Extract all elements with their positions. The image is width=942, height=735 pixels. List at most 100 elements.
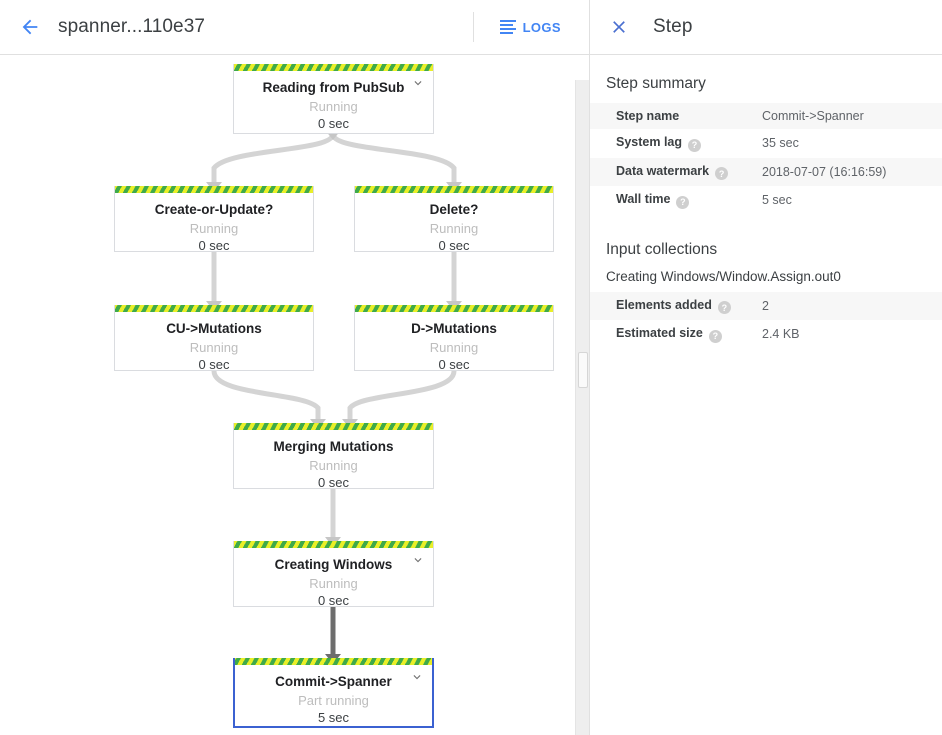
edge-pubsub-to-create-or-update xyxy=(211,131,336,189)
node-title: Delete? xyxy=(429,202,479,217)
node-time: 0 sec xyxy=(317,475,350,491)
row-key: Estimated size? xyxy=(590,320,760,349)
node-status-stripe xyxy=(355,305,553,312)
row-key: System lag? xyxy=(590,129,760,158)
help-icon[interactable]: ? xyxy=(717,301,731,314)
job-toolbar: spanner...110e37 LOGS xyxy=(0,0,589,55)
row-key: Elements added? xyxy=(590,292,760,321)
graph-node-create-or-update[interactable]: Create-or-Update? Running 0 sec xyxy=(114,186,314,254)
edge-pubsub-to-delete xyxy=(330,131,457,189)
node-title: Creating Windows xyxy=(274,557,393,572)
node-status: Running xyxy=(309,575,358,591)
node-status-stripe xyxy=(234,541,433,548)
help-icon[interactable]: ? xyxy=(708,329,722,343)
node-title: CU->Mutations xyxy=(166,321,262,336)
logs-button-label: LOGS xyxy=(522,19,561,35)
node-status: Running xyxy=(309,457,358,473)
edge-cu-mutations-to-merging xyxy=(211,368,321,426)
node-title: Create-or-Update? xyxy=(154,202,274,217)
graph-scrollbar-thumb[interactable] xyxy=(578,352,588,388)
row-key: Data watermark? xyxy=(590,158,760,187)
row-key-label: System lag xyxy=(616,135,683,149)
step-summary-heading: Step summary xyxy=(606,75,706,92)
chevron-down-icon[interactable] xyxy=(410,670,424,684)
node-time: 0 sec xyxy=(438,357,470,373)
node-status: Running xyxy=(429,339,479,355)
node-status-stripe xyxy=(234,64,433,71)
row-value: 5 sec xyxy=(762,193,792,208)
node-status: Running xyxy=(429,220,479,236)
row-key-label: Estimated size xyxy=(616,326,703,340)
row-key-label: Wall time xyxy=(616,192,671,206)
table-row: Elements added?2 xyxy=(590,291,942,321)
step-panel-title: Step xyxy=(653,16,693,37)
input-collections-heading: Input collections xyxy=(606,240,718,258)
section-spacer xyxy=(590,215,942,241)
help-icon[interactable]: ? xyxy=(715,167,729,180)
node-time: 0 sec xyxy=(317,593,350,609)
table-row: Estimated size?2.4 KB xyxy=(590,320,942,349)
graph-node-delete[interactable]: Delete? Running 0 sec xyxy=(354,186,554,254)
arrow-back-icon xyxy=(22,19,38,35)
node-status: Part running xyxy=(298,692,369,708)
node-title: D->Mutations xyxy=(411,321,497,336)
row-value: 2 xyxy=(762,298,769,313)
close-icon xyxy=(613,21,625,33)
close-button[interactable] xyxy=(598,6,640,48)
logs-button[interactable]: LOGS xyxy=(490,14,571,41)
chevron-down-icon[interactable] xyxy=(411,553,425,567)
node-status-stripe xyxy=(115,186,313,193)
graph-vertical-scrollbar[interactable] xyxy=(575,80,589,735)
node-status-stripe xyxy=(235,658,432,665)
row-value: 2.4 KB xyxy=(762,327,800,342)
node-time: 5 sec xyxy=(317,710,350,726)
node-title: Merging Mutations xyxy=(273,439,394,454)
node-time: 0 sec xyxy=(317,116,350,132)
node-status: Running xyxy=(189,339,239,355)
row-value: 2018-07-07 (16:16:59) xyxy=(762,164,887,179)
edge-d-mutations-to-merging xyxy=(347,368,457,426)
job-graph-pane: spanner...110e37 LOGS xyxy=(0,0,590,735)
help-icon[interactable]: ? xyxy=(688,138,702,152)
chevron-down-icon[interactable] xyxy=(411,76,425,90)
graph-edges xyxy=(206,130,462,664)
table-row: Wall time?5 sec xyxy=(590,186,942,215)
table-row: Data watermark?2018-07-07 (16:16:59) xyxy=(590,157,942,187)
input-collection-name: Creating Windows/Window.Assign.out0 xyxy=(606,268,841,284)
node-time: 0 sec xyxy=(198,238,230,254)
node-status-stripe xyxy=(115,305,313,312)
row-key-label: Data watermark xyxy=(616,163,710,178)
step-details-pane: Step Step summary Step name Commit->Spann… xyxy=(590,0,942,735)
node-title: Commit->Spanner xyxy=(275,674,392,689)
help-icon[interactable]: ? xyxy=(676,195,690,209)
row-key: Wall time? xyxy=(590,186,760,215)
back-button[interactable] xyxy=(6,3,54,51)
table-row: Step name Commit->Spanner xyxy=(590,103,942,129)
table-row: System lag?35 sec xyxy=(590,129,942,158)
node-status: Running xyxy=(309,98,358,114)
row-key-label: Elements added xyxy=(616,297,712,312)
row-key-label: Step name xyxy=(616,109,680,123)
page-title: spanner...110e37 xyxy=(58,16,206,37)
node-status-stripe xyxy=(234,423,433,430)
node-status: Running xyxy=(189,220,239,236)
node-time: 0 sec xyxy=(198,357,230,373)
row-value: 35 sec xyxy=(762,136,799,151)
node-time: 0 sec xyxy=(438,238,470,254)
logs-list-icon xyxy=(499,20,516,34)
node-title: Reading from PubSub xyxy=(262,80,405,95)
row-value: Commit->Spanner xyxy=(762,109,864,123)
row-key: Step name xyxy=(590,103,760,129)
node-status-stripe xyxy=(355,186,553,193)
